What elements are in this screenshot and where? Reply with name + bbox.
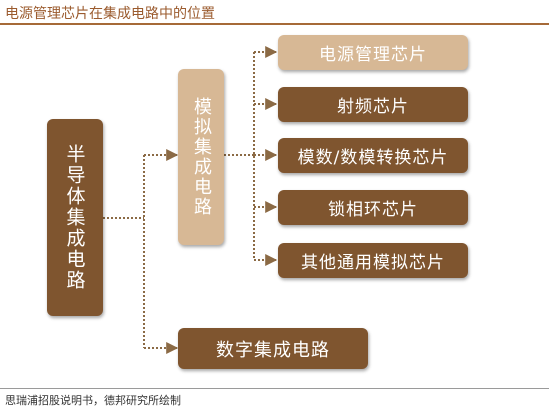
digital-ic-label: 数字集成电路 <box>216 339 330 361</box>
child-other-analog-chip: 其他通用模拟芯片 <box>278 243 468 278</box>
child-label: 电源管理芯片 <box>319 45 427 65</box>
child-label: 模数/数模转换芯片 <box>297 148 449 168</box>
analog-ic-label: 模拟集成电路 <box>191 97 212 217</box>
figure-title: 电源管理芯片在集成电路中的位置 <box>5 6 215 22</box>
digital-ic-node: 数字集成电路 <box>178 328 368 369</box>
child-label: 其他通用模拟芯片 <box>301 253 445 273</box>
root-node-label: 半导体集成电路 <box>63 144 86 291</box>
child-power-management-chip: 电源管理芯片 <box>278 35 468 70</box>
root-node-semiconductor-ic: 半导体集成电路 <box>47 119 103 316</box>
source-note: 思瑞浦招股说明书，德邦研究所绘制 <box>5 394 181 407</box>
footer-divider <box>0 388 549 389</box>
child-pll-chip: 锁相环芯片 <box>278 190 468 225</box>
child-label: 锁相环芯片 <box>328 200 418 220</box>
title-divider <box>0 23 549 25</box>
child-label: 射频芯片 <box>337 97 409 117</box>
analog-ic-node: 模拟集成电路 <box>178 69 224 245</box>
child-rf-chip: 射频芯片 <box>278 87 468 122</box>
child-adc-dac-chip: 模数/数模转换芯片 <box>278 138 468 173</box>
